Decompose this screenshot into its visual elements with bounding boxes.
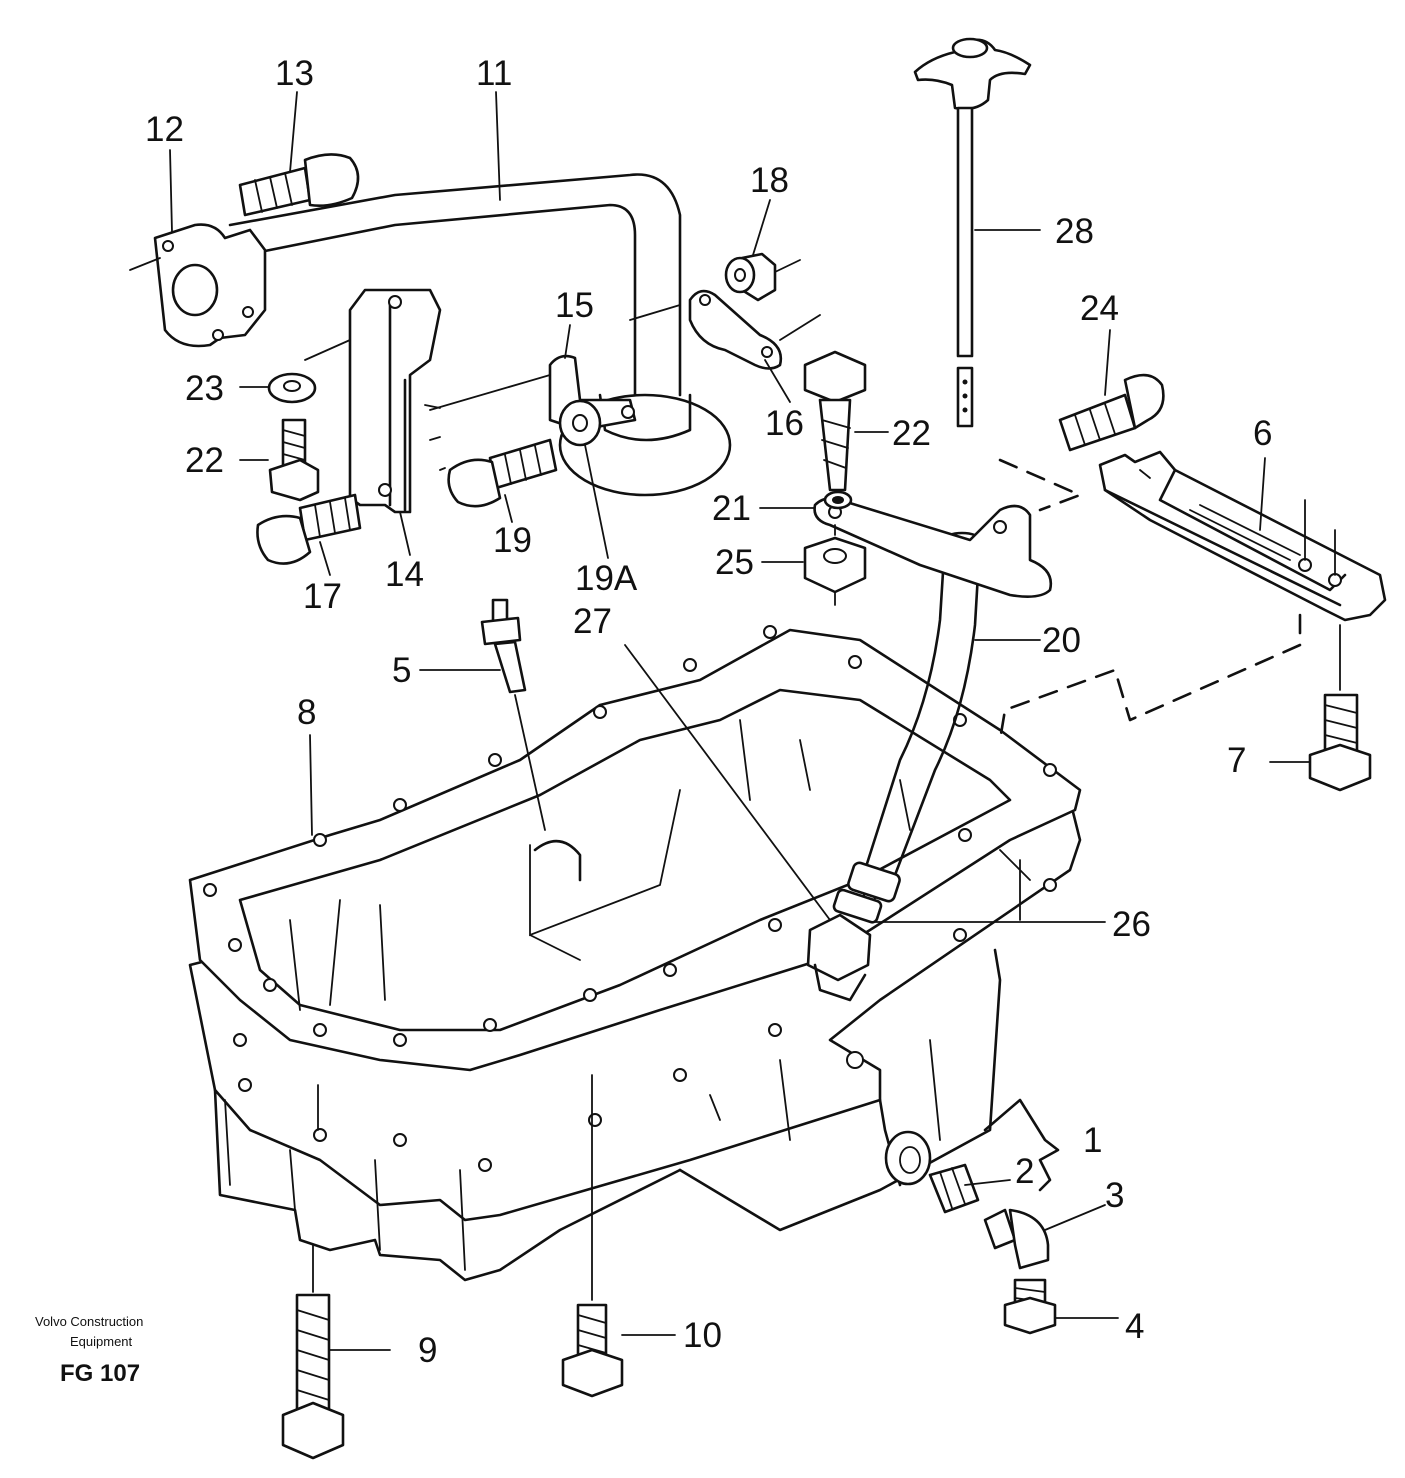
washer-21	[823, 490, 853, 510]
label-4: 4	[1125, 1307, 1144, 1346]
brand-line-1: Volvo Construction	[35, 1314, 143, 1329]
label-19: 19	[493, 521, 532, 560]
label-28: 28	[1055, 212, 1094, 251]
label-22-right: 22	[892, 414, 931, 453]
callout-labels: 1 2 3 4 5 6 7 8 9 10 11 12 13 14 15 16 1…	[145, 54, 1272, 1370]
label-27: 27	[573, 602, 612, 641]
label-19a: 19A	[575, 559, 638, 598]
bolt-7	[1308, 693, 1372, 792]
washer-19a	[558, 399, 602, 447]
washer-23	[267, 372, 317, 404]
drain-valve-elbow	[983, 1208, 1050, 1270]
tube-bracket	[813, 497, 1053, 598]
gasket	[188, 625, 1082, 1072]
label-12: 12	[145, 110, 184, 149]
label-9: 9	[418, 1331, 437, 1370]
label-14: 14	[385, 555, 424, 594]
label-5: 5	[392, 651, 411, 690]
label-22-left: 22	[185, 441, 224, 480]
label-3: 3	[1105, 1176, 1124, 1215]
suction-pipe	[153, 173, 732, 497]
brand-line-2: Equipment	[70, 1334, 133, 1349]
bolt-22-right	[803, 350, 867, 492]
oil-level-sensor	[480, 598, 527, 694]
label-1: 1	[1083, 1121, 1102, 1160]
label-7: 7	[1227, 741, 1246, 780]
label-8: 8	[297, 693, 316, 732]
bolt-13	[238, 153, 360, 217]
label-10: 10	[683, 1316, 722, 1355]
label-17: 17	[303, 577, 342, 616]
label-18: 18	[750, 161, 789, 200]
label-25: 25	[715, 543, 754, 582]
nut-18	[724, 252, 777, 302]
label-13: 13	[275, 54, 314, 93]
drain-cap	[1003, 1278, 1057, 1335]
leader-lines	[169, 91, 1311, 1351]
mounting-plate	[688, 289, 783, 370]
bolt-10	[561, 1303, 624, 1398]
nut-25	[803, 536, 867, 594]
label-21: 21	[712, 489, 751, 528]
bolt-9	[281, 1293, 345, 1460]
label-2: 2	[1015, 1152, 1034, 1191]
bolt-17	[256, 493, 362, 565]
bolt-22-left	[268, 418, 320, 502]
support-bracket	[348, 288, 442, 514]
label-15: 15	[555, 286, 594, 325]
publisher-footer: Volvo Construction Equipment FG 107	[35, 1314, 143, 1387]
bracket-6	[1098, 450, 1387, 622]
dipstick-tube	[806, 531, 982, 1002]
label-23: 23	[185, 369, 224, 408]
label-26: 26	[1112, 905, 1151, 944]
bolt-19	[447, 438, 558, 508]
label-24: 24	[1080, 289, 1119, 328]
label-6: 6	[1253, 414, 1272, 453]
label-11: 11	[476, 54, 512, 93]
label-20: 20	[1042, 621, 1081, 660]
dipstick	[913, 37, 1032, 428]
drain-plug	[928, 1163, 980, 1214]
bolt-24	[1058, 373, 1165, 452]
figure-code: FG 107	[60, 1360, 140, 1387]
label-16: 16	[765, 404, 804, 443]
